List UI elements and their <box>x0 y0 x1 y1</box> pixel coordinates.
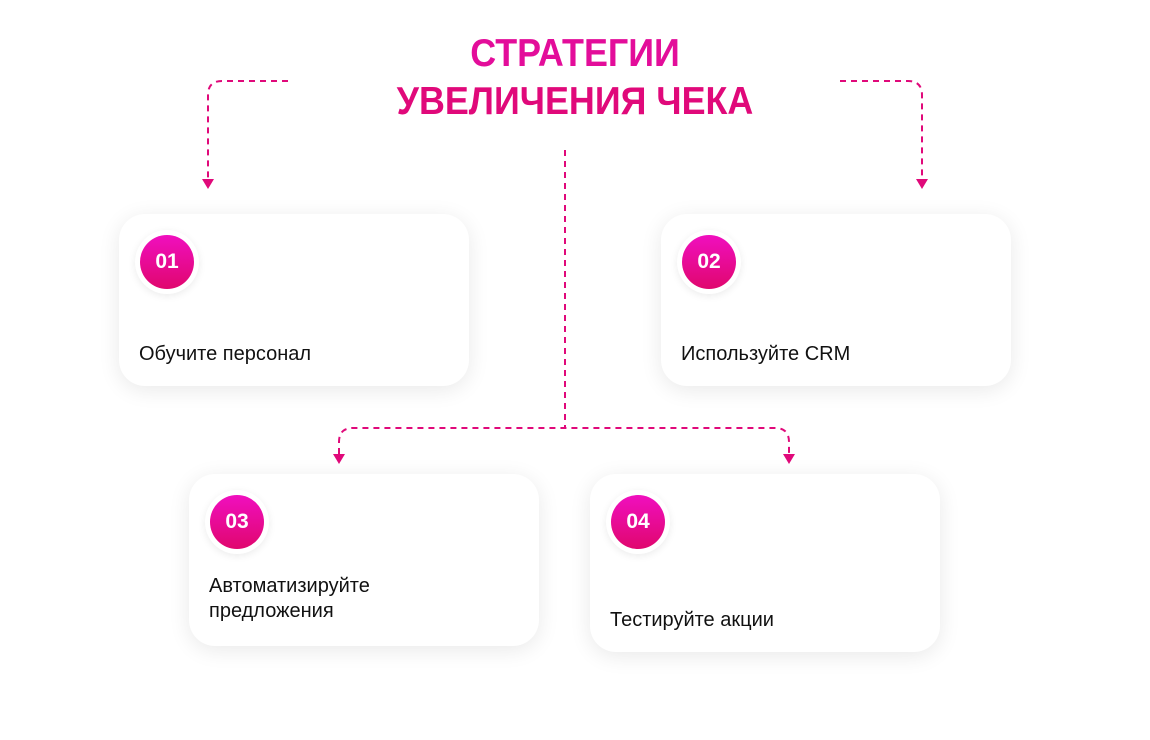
arrow-head-icon <box>202 179 214 189</box>
connector-bottom <box>338 427 790 454</box>
card-label: Тестируйте акции <box>610 609 774 631</box>
strategy-card-01: 01 Обучите персонал <box>119 214 469 386</box>
badge-number: 02 <box>682 235 736 289</box>
strategy-card-04: 04 Тестируйте акции <box>590 474 940 652</box>
badge-number: 03 <box>210 495 264 549</box>
title-line-1: СТРАТЕГИИ <box>470 32 680 75</box>
card-label: Используйте CRM <box>681 343 851 365</box>
arrow-head-icon <box>783 454 795 464</box>
connector-left <box>207 80 288 178</box>
number-badge: 04 <box>606 490 670 554</box>
arrow-head-icon <box>333 454 345 464</box>
connector-right <box>840 80 923 178</box>
strategy-card-03: 03 Автоматизируйте предложения <box>189 474 539 646</box>
card-label: Обучите персонал <box>139 343 312 365</box>
diagram-title: СТРАТЕГИИ УВЕЛИЧЕНИЯ ЧЕКА <box>46 30 1104 126</box>
badge-number: 04 <box>611 495 665 549</box>
number-badge: 02 <box>677 230 741 294</box>
number-badge: 03 <box>205 490 269 554</box>
card-label: Автоматизируйте предложения <box>209 575 370 622</box>
arrow-head-icon <box>916 179 928 189</box>
title-line-2: УВЕЛИЧЕНИЯ ЧЕКА <box>396 80 754 123</box>
strategy-card-02: 02 Используйте CRM <box>661 214 1011 386</box>
number-badge: 01 <box>135 230 199 294</box>
badge-number: 01 <box>140 235 194 289</box>
